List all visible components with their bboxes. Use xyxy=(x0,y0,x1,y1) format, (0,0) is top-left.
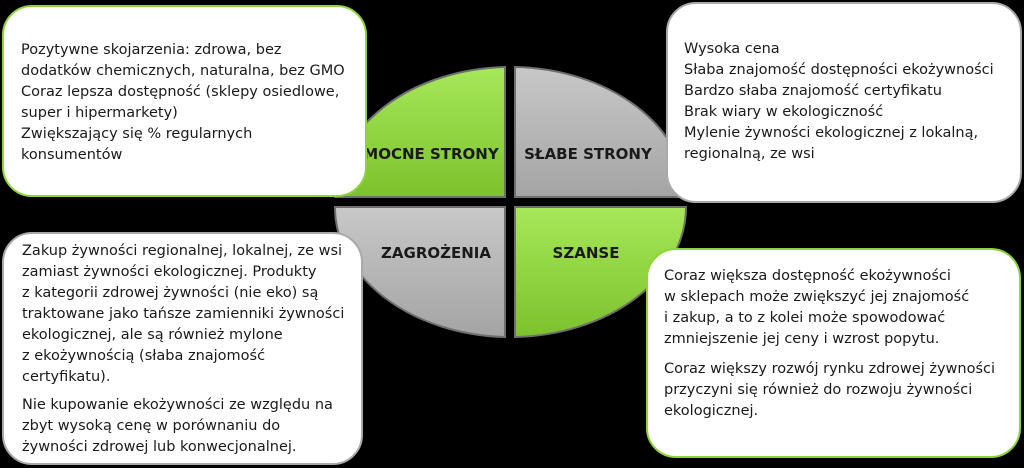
label-threats: ZAGROŻENIA xyxy=(381,243,491,262)
opportunities-line: Coraz większy rozwój rynku zdrowej żywno… xyxy=(664,361,996,377)
opportunities-line: Coraz większa dostępność ekożywności xyxy=(664,268,951,284)
quadrant-opportunities xyxy=(514,206,688,339)
threats-box: Zakup żywności regionalnej, lokalnej, ze… xyxy=(2,232,363,465)
strengths-line: Pozytywne skojarzenia: zdrowa, bez xyxy=(21,42,282,58)
weaknesses-line: Brak wiary w ekologiczność xyxy=(684,104,884,120)
strengths-line: super i hipermarkety) xyxy=(21,105,178,121)
strengths-box: Pozytywne skojarzenia: zdrowa, bez dodat… xyxy=(2,5,367,197)
threats-paragraph-1: Zakup żywności regionalnej, lokalnej, ze… xyxy=(22,241,351,388)
strengths-line: dodatków chemicznych, naturalna, bez GMO xyxy=(21,63,345,79)
threats-line: zamiast żywności ekologicznej. Produkty xyxy=(22,264,317,280)
opportunities-line: zmniejszenie jej ceny i wzrost popytu. xyxy=(664,331,940,347)
label-strengths: MOCNE STRONY xyxy=(363,145,500,163)
threats-line: ekologicznej, ale są również mylone xyxy=(22,327,283,343)
opportunities-box: Coraz większa dostępność ekożywności w s… xyxy=(646,248,1021,458)
threats-line: żywności zdrowej lub konwecjonalnej. xyxy=(22,439,297,455)
threats-line: zbyt wysoką cenę w porównaniu do xyxy=(22,418,281,434)
weaknesses-line: regionalną, ze wsi xyxy=(684,146,815,162)
quadrant-weaknesses xyxy=(514,65,688,198)
opportunities-line: przyczyni się również do rozwoju żywnośc… xyxy=(664,382,973,398)
opportunities-paragraph-1: Coraz większa dostępność ekożywności w s… xyxy=(664,266,1009,350)
threats-line: traktowane jako tańsze zamienniki żywnoś… xyxy=(22,306,345,322)
opportunities-line: i zakup, a to z kolei może spowodować xyxy=(664,310,946,326)
label-opportunities: SZANSE xyxy=(553,244,620,262)
threats-line: z ekożywnością (słaba znajomość xyxy=(22,348,266,364)
threats-line: Nie kupowanie ekożywności ze względu na xyxy=(22,397,333,413)
weaknesses-line: Wysoka cena xyxy=(684,41,780,57)
weaknesses-box: Wysoka cena Słaba znajomość dostępności … xyxy=(666,2,1022,203)
threats-line: certyfikatu). xyxy=(22,369,111,385)
strengths-line: konsumentów xyxy=(21,147,123,163)
opportunities-line: ekologicznej. xyxy=(664,403,759,419)
threats-line: Zakup żywności regionalnej, lokalnej, ze… xyxy=(22,243,343,259)
strengths-line: Zwiększający się % regularnych xyxy=(21,126,253,142)
threats-paragraph-2: Nie kupowanie ekożywności ze względu na … xyxy=(22,395,351,458)
weaknesses-line: Bardzo słaba znajomość certyfikatu xyxy=(684,83,942,99)
opportunities-line: w sklepach może zwiększyć jej znajomość xyxy=(664,289,970,305)
strengths-line: Coraz lepsza dostępność (sklepy osiedlow… xyxy=(21,84,340,100)
weaknesses-line: Mylenie żywności ekologicznej z lokalną, xyxy=(684,125,979,141)
label-weaknesses: SŁABE STRONY xyxy=(524,145,653,163)
threats-line: z kategorii zdrowej żywności (nie eko) s… xyxy=(22,285,319,301)
opportunities-paragraph-2: Coraz większy rozwój rynku zdrowej żywno… xyxy=(664,359,1009,422)
weaknesses-line: Słaba znajomość dostępności ekożywności xyxy=(684,62,994,78)
